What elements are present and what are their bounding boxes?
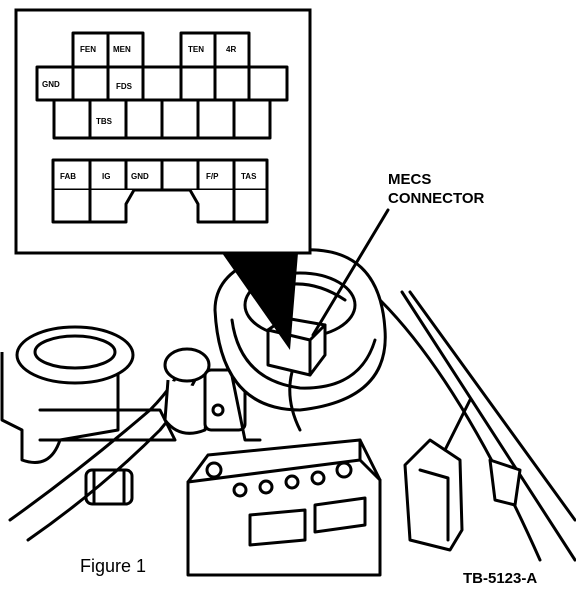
pin-label-4r: 4R — [226, 45, 236, 54]
pin-label-fp: F/P — [206, 172, 219, 181]
pin-label-ig: IG — [102, 172, 110, 181]
reference-code: TB-5123-A — [463, 570, 537, 587]
callout-line-2: CONNECTOR — [388, 190, 485, 207]
pin-label-fen: FEN — [80, 45, 96, 54]
callout-line-1: MECS — [388, 171, 431, 188]
callout-leader-line — [311, 208, 390, 337]
pin-label-fab: FAB — [60, 172, 76, 181]
connector-pinout-detail: FEN MEN TEN 4R GND FDS TBS FAB IG GND F/… — [14, 8, 312, 255]
pin-label-fds: FDS — [116, 82, 133, 91]
figure-caption: Figure 1 — [80, 556, 146, 576]
upper-connector: FEN MEN TEN 4R GND FDS TBS — [35, 31, 289, 140]
pin-label-tbs: TBS — [96, 117, 113, 126]
lower-connector: FAB IG GND F/P TAS — [51, 158, 269, 224]
pin-label-gnd-lower: GND — [131, 172, 149, 181]
pin-label-men: MEN — [113, 45, 131, 54]
magnifier-funnel — [222, 253, 298, 350]
pin-label-ten: TEN — [188, 45, 204, 54]
pin-label-tas: TAS — [241, 172, 257, 181]
mecs-connector-callout: MECS CONNECTOR — [311, 171, 485, 337]
pin-label-gnd-upper: GND — [42, 80, 60, 89]
